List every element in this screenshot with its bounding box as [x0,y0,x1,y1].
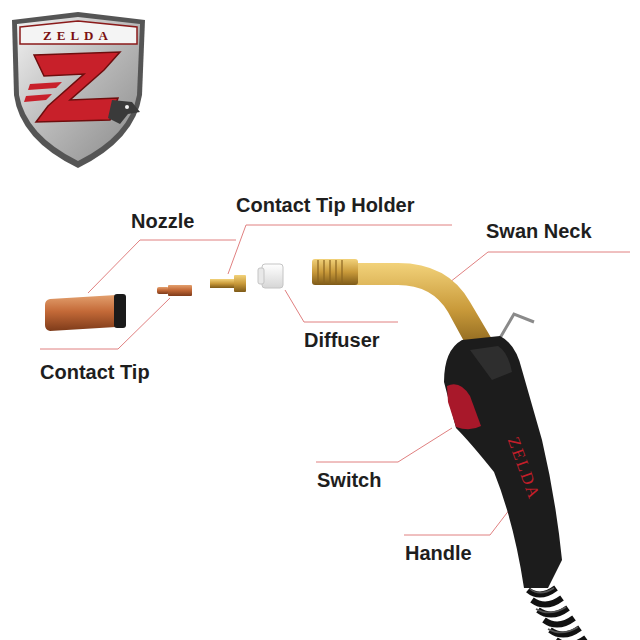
part-name: Swan Neck [486,221,592,241]
part-name: Switch [317,470,381,490]
part-name: Diffuser [304,330,380,350]
logo-shield [12,12,145,168]
nozzle-part [45,294,126,331]
contact-tip-part [157,285,192,296]
logo-text: ZELDA [43,29,113,42]
hook-wire [500,314,534,338]
cable-spring [528,588,586,640]
cable-highlight [530,588,578,633]
part-name: Handle [405,543,472,563]
contact-tip-holder-part [210,275,246,292]
part-name: Contact Tip Holder [236,195,415,215]
diffuser-part [258,264,283,288]
part-name: Contact Tip [40,362,150,382]
part-name: Nozzle [131,211,194,231]
